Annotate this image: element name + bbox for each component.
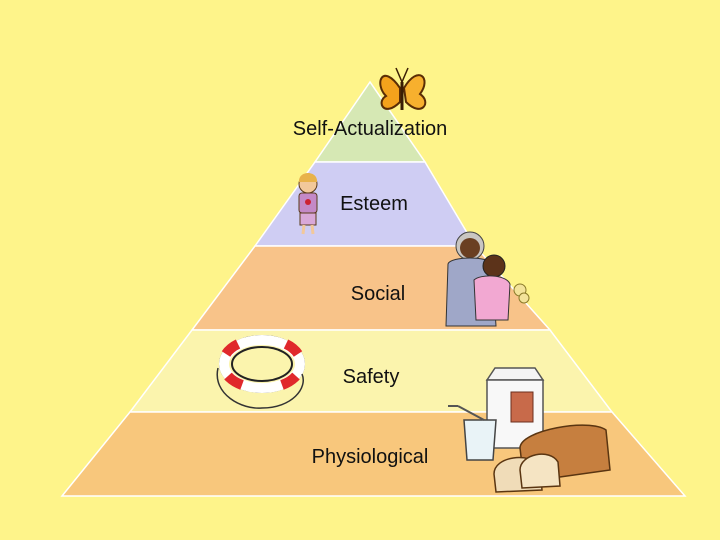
hug-figures bbox=[445, 231, 530, 327]
glass-icon bbox=[448, 405, 497, 461]
butterfly-icon bbox=[379, 67, 427, 110]
life-ring-icon bbox=[216, 335, 305, 409]
girl-figure bbox=[298, 173, 318, 235]
level-label-physiological: Physiological bbox=[311, 446, 429, 468]
bread-icon bbox=[493, 424, 611, 493]
level-label-esteem: Esteem bbox=[340, 193, 408, 215]
level-label-social: Social bbox=[350, 283, 406, 305]
level-label-safety: Safety bbox=[342, 366, 400, 388]
level-label-self-actualization: Self-Actualization bbox=[292, 118, 448, 140]
